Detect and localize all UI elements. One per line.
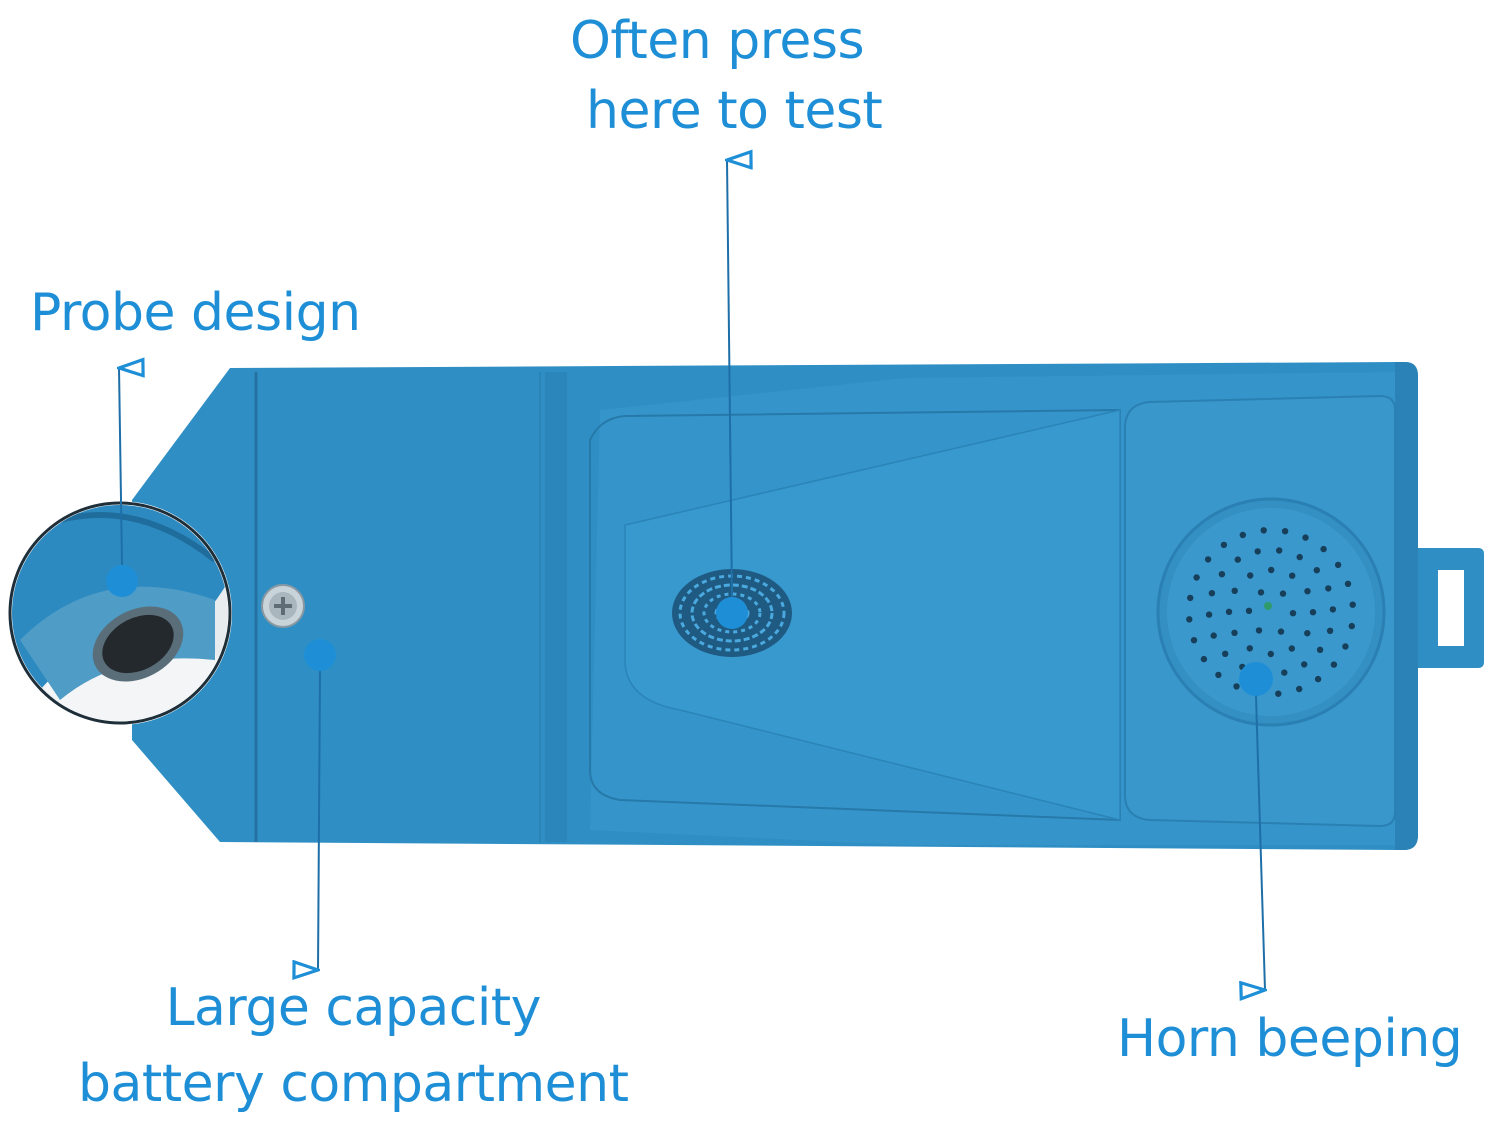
grille-hole — [1330, 661, 1338, 668]
grille-hole — [1187, 594, 1194, 602]
grille-hole — [1342, 643, 1349, 650]
grille-hole — [1254, 548, 1261, 555]
test-dot — [716, 597, 748, 629]
grille-hole — [1222, 650, 1229, 657]
speaker-grille-icon — [1156, 497, 1386, 727]
horn-label-text: Horn beeping — [1117, 1009, 1463, 1069]
grille-hole — [1193, 574, 1200, 581]
test-button-label: Often press here to test — [570, 6, 883, 146]
grille-hole — [1200, 655, 1208, 663]
grille-hole — [1275, 690, 1282, 697]
battery-label: Large capacity battery compartment — [78, 970, 629, 1122]
grille-hole — [1245, 607, 1253, 614]
battery-label-line1: Large capacity — [165, 978, 542, 1038]
probe-dot — [106, 565, 138, 597]
grille-hole — [1220, 541, 1228, 549]
grille-hole — [1289, 572, 1296, 579]
grille-hole — [1279, 590, 1287, 597]
grille-hole — [1313, 567, 1321, 574]
battery-label-line2: battery compartment — [78, 1054, 629, 1114]
test-leader-line — [727, 160, 732, 598]
battery-leader-line — [318, 670, 321, 970]
grille-hole — [1234, 556, 1242, 563]
grille-hole — [1334, 561, 1342, 569]
grille-hole — [1281, 669, 1288, 676]
grille-hole — [1186, 616, 1193, 623]
grille-hole — [1277, 628, 1285, 635]
grille-hole — [1231, 629, 1238, 636]
grille-hole — [1208, 590, 1216, 597]
screw-icon — [261, 584, 305, 628]
grille-hole — [1296, 685, 1303, 693]
grille-hole — [1215, 671, 1222, 679]
grille-hole — [1329, 606, 1337, 613]
grille-hole — [1205, 611, 1213, 618]
grille-hole — [1231, 587, 1238, 594]
probe-leader-line — [119, 368, 122, 566]
grille-hole — [1276, 547, 1283, 554]
grille-hole — [1289, 610, 1297, 617]
grille-hole — [1239, 531, 1247, 539]
grille-hole — [1268, 566, 1275, 574]
grille-hole — [1301, 661, 1308, 668]
probe-label-text: Probe design — [30, 283, 361, 343]
test-button-label-line2: here to test — [586, 81, 883, 141]
grille-hole — [1255, 627, 1263, 634]
grille-hole — [1302, 534, 1309, 541]
grille-hole — [1233, 683, 1240, 690]
grille-hole — [1316, 646, 1324, 653]
grille-hole — [1320, 545, 1327, 553]
grille-hole — [1326, 627, 1334, 634]
grille-hole — [1246, 645, 1254, 652]
grille-hole — [1281, 528, 1289, 535]
grille-hole — [1257, 589, 1265, 596]
grille-hole — [1325, 585, 1332, 592]
grille-hole — [1296, 553, 1303, 561]
grille-hole — [1314, 675, 1322, 683]
horn-dot — [1239, 662, 1273, 696]
grille-hole — [1348, 622, 1356, 630]
grille-hole — [1288, 645, 1296, 652]
horn-label: Horn beeping — [1117, 1004, 1463, 1074]
probe-magnifier-icon — [8, 501, 232, 725]
grille-hole — [1344, 580, 1352, 587]
battery-dot — [304, 639, 336, 671]
test-button-label-line1: Often press — [570, 11, 865, 71]
grille-hole — [1190, 637, 1198, 644]
grille-hole — [1304, 630, 1311, 637]
probe-label: Probe design — [30, 278, 361, 348]
grille-hole — [1309, 609, 1317, 616]
grille-hole — [1349, 601, 1356, 608]
grille-hole — [1218, 571, 1226, 578]
grille-hole — [1247, 572, 1254, 579]
grille-hole — [1225, 608, 1233, 615]
grille-hole — [1260, 527, 1267, 534]
horn-leader-line — [1256, 695, 1265, 990]
hanging-tab — [1410, 548, 1484, 668]
grille-hole — [1304, 588, 1311, 595]
grille-hole — [1204, 556, 1212, 563]
grille-hole — [1210, 632, 1217, 639]
grille-hole — [1267, 650, 1275, 658]
